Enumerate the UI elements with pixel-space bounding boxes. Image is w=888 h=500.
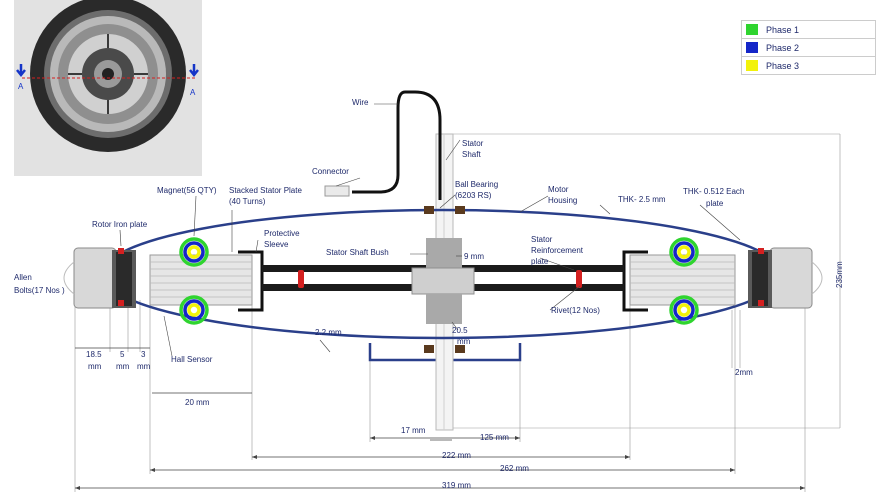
- rivet-right-top: [758, 248, 764, 254]
- label-magnet: Magnet(56 QTY): [157, 186, 217, 195]
- coil-left-top: [179, 237, 209, 267]
- label-allen-bolts: Allen: [14, 273, 32, 282]
- legend-swatch: [746, 42, 758, 53]
- dim-17mm: 17 mm: [401, 426, 426, 435]
- stator-shaft-bush-top: [426, 238, 462, 268]
- section-marker-left: A: [18, 82, 24, 91]
- label-rivet: Rivet(12 Nos): [551, 306, 600, 315]
- legend-label: Phase 3: [766, 60, 800, 71]
- hub-motor-photo: A A: [14, 0, 202, 176]
- legend-swatch: [746, 60, 758, 71]
- allen-bolt-left: [63, 261, 75, 295]
- dim-319mm: 319 mm: [442, 481, 471, 490]
- dim-222mm: 222 mm: [442, 451, 471, 460]
- wire: [352, 90, 442, 200]
- dim-235: 235mm: [835, 261, 844, 288]
- label-stator-shaft-bush: Stator Shaft Bush: [326, 248, 389, 257]
- label-protective-sleeve-2: Sleeve: [264, 240, 289, 249]
- label-protective-sleeve: Protective: [264, 229, 300, 238]
- legend-swatch: [746, 24, 758, 35]
- plate-rivets: [298, 270, 582, 288]
- label-thk-0512: THK- 0.512 Each: [683, 187, 745, 196]
- stator-hub: [411, 267, 475, 295]
- coil-right-bottom: [669, 295, 699, 325]
- coil-left-bottom: [179, 295, 209, 325]
- allen-bolt-right: [811, 261, 823, 295]
- section-marker-right: A: [190, 88, 196, 97]
- hub-motor-image: [14, 0, 202, 176]
- label-ball-bearing: Ball Bearing: [455, 180, 499, 189]
- legend-item: Phase 1: [742, 21, 875, 39]
- coil-windings: [179, 237, 699, 325]
- label-stacked-stator-2: (40 Turns): [229, 197, 266, 206]
- dim-5: 5: [120, 350, 125, 359]
- rivet-right-bottom: [758, 300, 764, 306]
- dim-5-unit: mm: [116, 362, 130, 371]
- legend-item: Phase 3: [742, 57, 875, 74]
- dim-262mm: 262 mm: [500, 464, 529, 473]
- phase-legend: Phase 1 Phase 2 Phase 3: [741, 20, 876, 75]
- dim-9mm: 9 mm: [464, 252, 484, 261]
- legend-label: Phase 1: [766, 24, 800, 35]
- label-stator-reinforcement-3: plate: [531, 257, 549, 266]
- dim-20-5: 20.5: [452, 326, 468, 335]
- dimension-arrows: [75, 436, 805, 490]
- label-rotor-iron-plate: Rotor Iron plate: [92, 220, 148, 229]
- label-wire: Wire: [352, 98, 369, 107]
- dim-20mm: 20 mm: [185, 398, 210, 407]
- label-stator-reinforcement: Stator: [531, 235, 553, 244]
- dim-18-5: 18.5: [86, 350, 102, 359]
- dim-2mm: 2mm: [735, 368, 753, 377]
- stator-frame-left: [238, 250, 264, 312]
- legend-label: Phase 2: [766, 42, 800, 53]
- left-end-cap: [73, 247, 117, 309]
- right-end-cap: [769, 247, 813, 309]
- legend-item: Phase 2: [742, 39, 875, 57]
- stator-shaft-bush-bottom: [426, 294, 462, 324]
- leader-lines: [119, 103, 741, 357]
- label-stator-shaft-2: Shaft: [462, 150, 481, 159]
- label-allen-bolts-2: Bolts(17 Nos ): [14, 286, 65, 295]
- label-connector: Connector: [312, 167, 349, 176]
- label-thk-2-5: THK- 2.5 mm: [618, 195, 666, 204]
- arrow-down-icon: [16, 64, 26, 78]
- connector: [324, 185, 350, 197]
- dim-2-2: 2.2 mm: [315, 328, 342, 337]
- dim-3-unit: mm: [137, 362, 151, 371]
- label-stator-shaft: Stator: [462, 139, 484, 148]
- dim-125mm: 125 mm: [480, 433, 509, 442]
- coil-right-top: [669, 237, 699, 267]
- label-thk-0512-2: plate: [706, 199, 724, 208]
- dim-18-5-unit: mm: [88, 362, 102, 371]
- label-stator-reinforcement-2: Reinforcement: [531, 246, 584, 255]
- dim-3: 3: [141, 350, 146, 359]
- label-ball-bearing-2: (6203 RS): [455, 191, 492, 200]
- arrow-down-icon: [189, 64, 199, 78]
- rivet-left-top: [118, 248, 124, 254]
- dimension-lines: [75, 347, 805, 489]
- label-stacked-stator: Stacked Stator Plate: [229, 186, 302, 195]
- rivet-left-bottom: [118, 300, 124, 306]
- ball-bearings: [424, 206, 465, 353]
- label-motor-housing: Motor: [548, 185, 569, 194]
- label-hall-sensor: Hall Sensor: [171, 355, 213, 364]
- label-motor-housing-2: Housing: [548, 196, 578, 205]
- dim-20-5-unit: mm: [457, 337, 471, 346]
- stator-frame-right: [622, 250, 648, 312]
